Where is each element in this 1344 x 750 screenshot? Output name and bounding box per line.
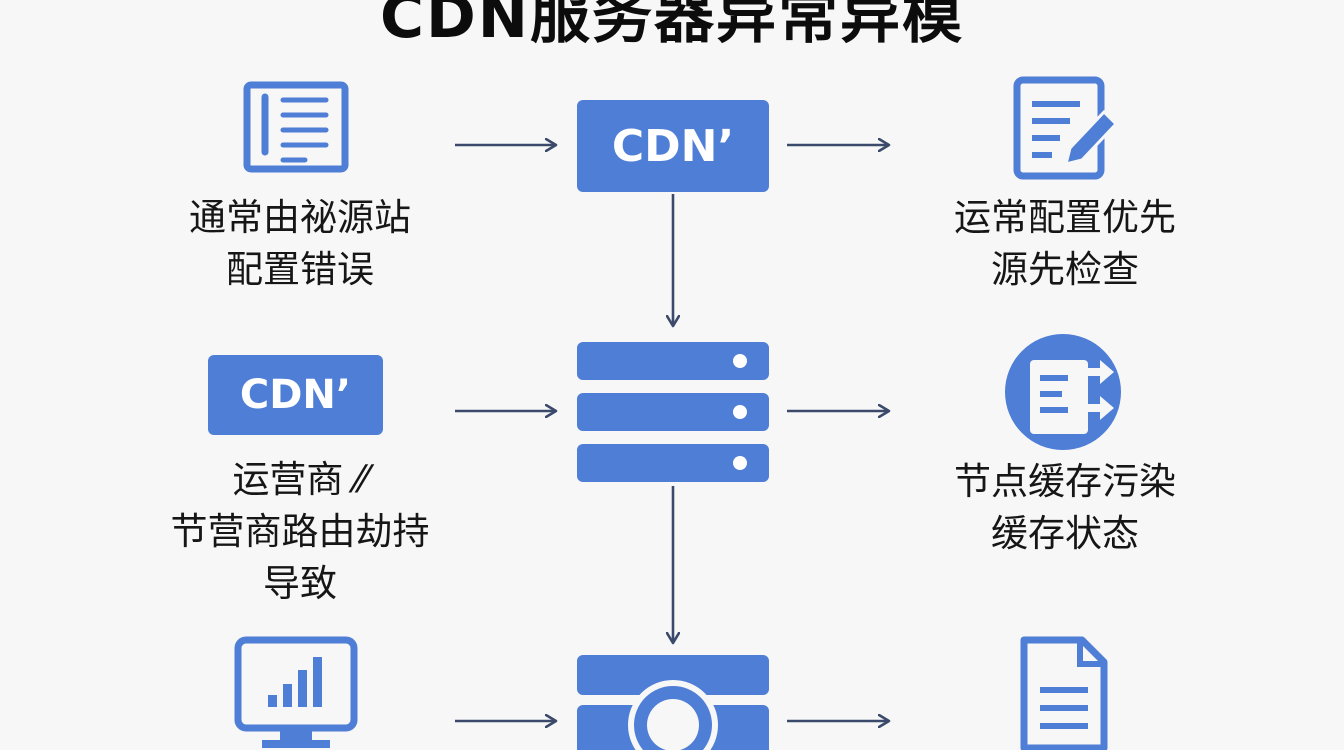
- caption-line: 导致: [263, 562, 337, 605]
- caption-line: 源先检查: [991, 248, 1139, 291]
- caption-line: 节营商路由劫持: [170, 510, 430, 553]
- cdn-box-top: CDN’: [577, 100, 769, 192]
- left-caption-2: 运营商 ⁄⁄ 节营商路由劫持 导致: [130, 454, 470, 610]
- cdn-badge-icon: CDN’: [208, 355, 383, 435]
- left-caption-1: 通常由祕源站 配置错误: [130, 192, 470, 296]
- server-bar: [577, 342, 769, 380]
- caption-line: 运营商 ⁄⁄: [232, 458, 368, 501]
- document-icon: [1020, 636, 1108, 750]
- server-led: [733, 456, 747, 470]
- right-caption-1: 运常配置优先 源先检查: [900, 192, 1230, 296]
- document-arrows-icon: [1005, 334, 1121, 450]
- document-edit-icon: [1013, 76, 1119, 180]
- diagram-title: CDN服务器异常异模: [379, 0, 965, 52]
- server-bar: [577, 444, 769, 482]
- book-list-icon: [243, 81, 349, 173]
- caption-line: 节点缓存污染: [954, 460, 1176, 503]
- monitor-chart-icon: [234, 636, 358, 748]
- caption-line: 缓存状态: [991, 512, 1139, 555]
- server-led: [733, 354, 747, 368]
- right-caption-2: 节点缓存污染 缓存状态: [900, 456, 1230, 560]
- caption-line: 配置错误: [226, 248, 374, 291]
- server-bar: [577, 393, 769, 431]
- caption-line: 运常配置优先: [954, 196, 1176, 239]
- caption-line: 通常由祕源站: [189, 196, 411, 239]
- server-led: [733, 405, 747, 419]
- camera-icon: [577, 655, 769, 750]
